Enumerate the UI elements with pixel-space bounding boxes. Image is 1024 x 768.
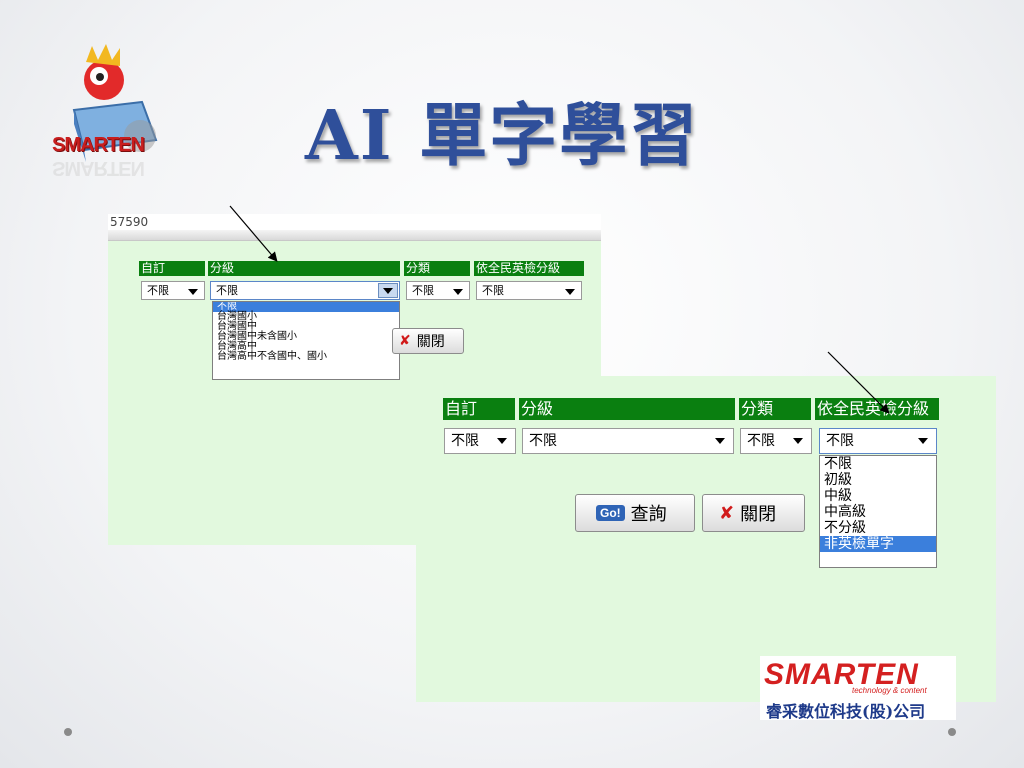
dropdown-button[interactable] — [378, 283, 398, 298]
brand-wordmark: SMARTEN — [764, 658, 919, 691]
list-item[interactable]: 台灣國中 — [217, 321, 257, 332]
close-button[interactable]: ✘ 關閉 — [392, 328, 464, 354]
select-custom[interactable]: 不限 — [141, 281, 205, 300]
select-level[interactable]: 不限 — [210, 281, 400, 300]
slide-bullet-right — [948, 728, 956, 736]
list-item[interactable]: 非英檢單字 — [820, 536, 936, 552]
logo-wordmark-reflection: SMARTEN — [52, 157, 144, 179]
slide-title: AI 單字學習 — [305, 96, 700, 176]
logo-wordmark: SMARTEN — [52, 134, 145, 156]
dropdown-arrow-icon — [497, 438, 507, 444]
dropdown-arrow-icon — [918, 438, 928, 444]
query-button[interactable]: Go! 查詢 — [575, 494, 695, 532]
dropdown-list-gept-level: 不限 初級 中級 中高級 不分級 非英檢單字 — [819, 455, 937, 568]
list-item[interactable]: 初級 — [824, 472, 852, 488]
brand-tagline: technology & content — [852, 686, 927, 695]
select-level[interactable]: 不限 — [522, 428, 734, 454]
mascot-logo-icon — [72, 44, 158, 162]
go-badge-icon: Go! — [596, 505, 625, 521]
list-item[interactable]: 台灣高中不含國中、國小 — [217, 351, 327, 362]
select-gept-level[interactable]: 不限 — [819, 428, 937, 454]
list-item[interactable]: 不限 — [824, 456, 852, 472]
dropdown-arrow-icon — [793, 438, 803, 444]
header-level: 分級 — [208, 261, 400, 276]
search-panel-large: 自訂 分級 分類 依全民英檢分級 不限 不限 不限 不限 不限 初級 中級 中高… — [416, 376, 996, 702]
window-title-strip: 57590 — [108, 214, 601, 241]
list-item[interactable]: 台灣國小 — [217, 311, 257, 322]
select-category[interactable]: 不限 — [740, 428, 812, 454]
header-custom: 自訂 — [443, 398, 515, 420]
dropdown-arrow-icon — [453, 289, 463, 295]
dropdown-arrow-icon — [188, 289, 198, 295]
header-category: 分類 — [739, 398, 811, 420]
header-gept-level: 依全民英檢分級 — [815, 398, 939, 420]
list-item[interactable]: 中高級 — [824, 504, 866, 520]
list-item[interactable]: 不限 — [213, 302, 399, 312]
window-edge — [108, 230, 601, 240]
list-item[interactable]: 不分級 — [824, 520, 866, 536]
list-item[interactable]: 台灣國中未含國小 — [217, 331, 297, 342]
header-gept-level: 依全民英檢分級 — [474, 261, 584, 276]
close-x-icon: ✘ — [399, 333, 411, 349]
company-name: 睿采數位科技(股)公司 — [766, 702, 926, 721]
list-item[interactable]: 台灣高中 — [217, 341, 257, 352]
header-custom: 自訂 — [139, 261, 205, 276]
select-category[interactable]: 不限 — [406, 281, 470, 300]
close-x-icon: ✘ — [719, 502, 735, 524]
header-level: 分級 — [519, 398, 735, 420]
select-gept-level[interactable]: 不限 — [476, 281, 582, 300]
company-logo: SMARTEN technology & content 睿采數位科技(股)公司 — [760, 656, 956, 721]
select-custom[interactable]: 不限 — [444, 428, 516, 454]
header-category: 分類 — [404, 261, 470, 276]
dropdown-arrow-icon — [565, 289, 575, 295]
dropdown-list-level: 不限 台灣國小 台灣國中 台灣國中未含國小 台灣高中 台灣高中不含國中、國小 — [212, 301, 400, 380]
close-button[interactable]: ✘ 關閉 — [702, 494, 805, 532]
dropdown-arrow-icon — [383, 288, 393, 294]
window-id-text: 57590 — [110, 215, 149, 229]
slide-bullet-left — [64, 728, 72, 736]
list-item[interactable]: 中級 — [824, 488, 852, 504]
dropdown-arrow-icon — [715, 438, 725, 444]
